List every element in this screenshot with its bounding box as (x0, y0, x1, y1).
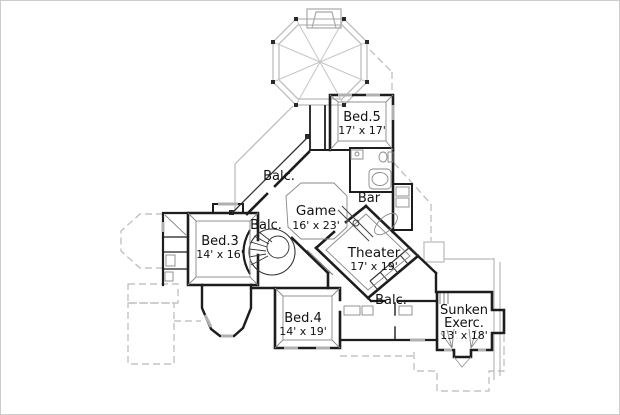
roof-outlines (120, 8, 505, 392)
labels: Bed.5 17' x 17' Balc. Game 16' x 23' Bar… (196, 110, 488, 342)
room-label-bed5: Bed.5 (343, 110, 381, 125)
room-label-balc-top: Balc. (263, 169, 295, 184)
toilet (378, 151, 394, 163)
room-dims-sunken: 13' x 18' (440, 329, 488, 342)
room-label-bar: Bar (358, 191, 381, 206)
room-label-theater: Theater (347, 245, 401, 261)
room-label-balc-left: Balc. (250, 218, 282, 233)
sunken-floor-pattern (440, 328, 483, 368)
room-label-game: Game (296, 203, 336, 219)
room-label-bed4: Bed.4 (284, 311, 322, 326)
game-tray (285, 182, 348, 240)
balcony-railing (231, 136, 309, 214)
spiral-stair (242, 228, 296, 276)
bar-shelf (395, 186, 410, 197)
walls (161, 93, 506, 359)
bed5-tray (329, 94, 394, 151)
stairs (231, 136, 419, 291)
bar-counter (337, 205, 374, 242)
room-dims-game: 16' x 23' (292, 219, 340, 232)
bathtub (368, 168, 392, 190)
vanity (350, 149, 364, 160)
room-dims-bed5: 17' x 17' (338, 124, 386, 137)
room-dims-bed3: 14' x 16' (196, 248, 244, 261)
bed4-tray (274, 287, 341, 349)
room-label-bed3: Bed.3 (201, 234, 239, 249)
room-dims-theater: 17' x 19' (350, 260, 398, 273)
bed3-tray (187, 212, 259, 286)
room-label-balc-bottom: Balc. (375, 293, 407, 308)
room-dims-bed4: 14' x 19' (279, 325, 327, 338)
theater-tray (325, 213, 411, 291)
room-label-sunken: Sunken (440, 303, 488, 318)
fixtures (164, 94, 483, 368)
bar-shelf (395, 197, 410, 208)
room-label-sunken2: Exerc. (444, 316, 484, 331)
window-marks (161, 93, 486, 352)
bar-chaise (374, 212, 398, 236)
